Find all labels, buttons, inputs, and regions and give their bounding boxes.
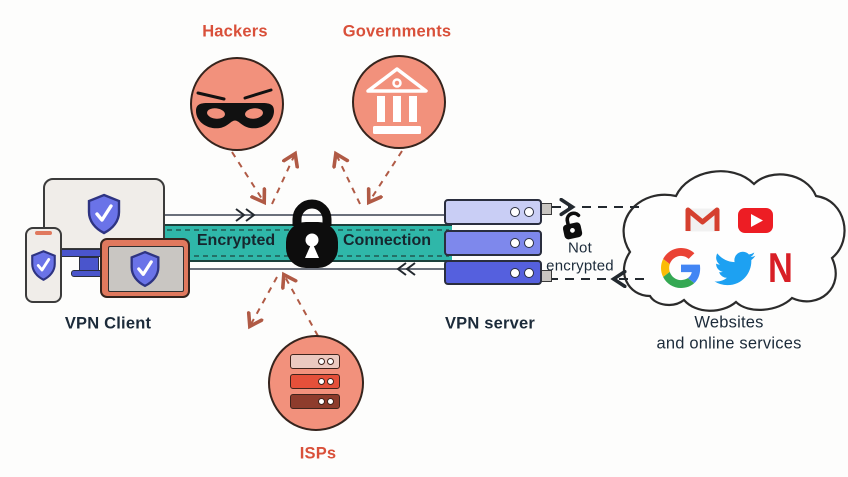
hackers-label: Hackers [202,22,268,41]
hackers-circle [190,57,284,151]
governments-attack-arrow [369,150,403,202]
shield-check-icon [31,250,56,281]
governments-label: Governments [342,22,452,41]
deflect-up-left-arrow [271,154,295,205]
governments-circle [352,55,446,149]
phone [25,227,62,303]
youtube-icon [738,208,773,233]
server-unit-1 [444,199,542,225]
isps-label: ISPs [299,444,337,463]
deflect-up-right-arrow [336,154,361,205]
not-encrypted-label-line2: encrypted [546,257,614,275]
shield-check-icon [130,250,160,288]
padlock-open-icon [562,211,583,240]
hackers-attack-arrow [231,151,264,202]
cloud-shape [622,170,846,312]
vpn-client-label: VPN Client [64,314,152,333]
google-icon [661,248,701,288]
vpn-server-label: VPN server [444,314,536,333]
websites-label-line1: Websites [694,313,764,332]
netflix-icon: N [768,244,793,291]
padlock-closed-icon [286,199,338,268]
hacker-mask-icon [196,88,274,129]
twitter-icon [714,251,756,286]
server-unit-3 [444,260,542,285]
tablet [100,238,190,298]
right-chevrons [235,208,256,222]
isp-attack-arrow [284,275,319,337]
phone-notch [35,231,52,235]
government-bank-icon [366,67,428,134]
deflect-down-left-arrow [250,276,278,326]
left-chevrons [396,262,416,276]
encrypted-label: Encrypted [196,232,276,249]
gmail-icon [685,207,720,232]
server-unit-2 [444,230,542,256]
connection-label: Connection [343,232,431,249]
isps-circle [268,335,364,431]
websites-label-line2: and online services [656,334,802,353]
shield-check-icon [87,193,121,235]
not-encrypted-label-line1: Not [568,239,592,257]
